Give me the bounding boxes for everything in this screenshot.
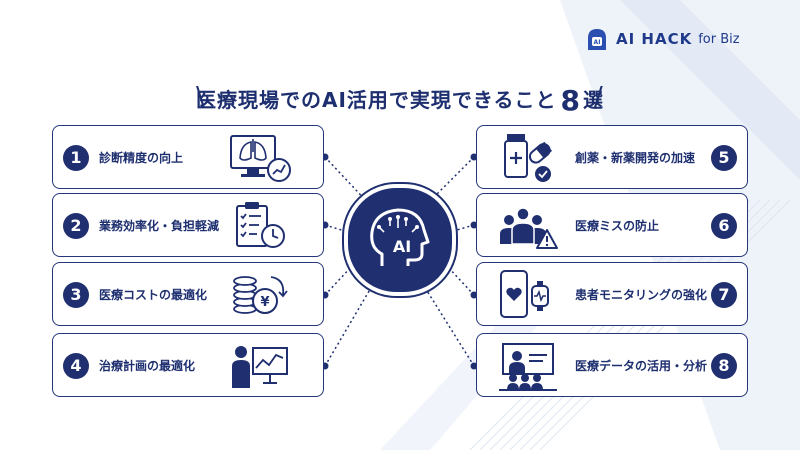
- item-number-badge: 1: [63, 145, 89, 171]
- phone-watch-heart-icon: [500, 270, 549, 318]
- team-warning-icon: [500, 207, 558, 249]
- item-card-4: 4 治療計画の最適化: [52, 333, 324, 397]
- ai-hub: AI: [344, 184, 456, 296]
- item-label: 医療コストの最適化: [99, 288, 208, 302]
- person-chart-icon: [232, 346, 288, 388]
- hub-label: AI: [393, 237, 411, 256]
- item-label: 診断精度の向上: [99, 151, 184, 165]
- item-card-1: 1 診断精度の向上: [52, 125, 324, 189]
- ai-head-icon: AI: [370, 208, 430, 266]
- item-number-badge: 8: [711, 353, 737, 379]
- item-number-badge: 7: [711, 282, 737, 308]
- clipboard-clock-icon: [236, 202, 285, 248]
- title-suffix: 選: [583, 88, 604, 112]
- title-right-slash: /: [594, 82, 603, 112]
- brand-suffix: for Biz: [698, 31, 740, 47]
- title-left-slash: \: [196, 82, 205, 112]
- item-number-badge: 4: [63, 353, 89, 379]
- item-number-badge: 3: [63, 282, 89, 308]
- item-label: 医療ミスの防止: [575, 219, 660, 233]
- item-card-7: 患者モニタリングの強化 7: [476, 262, 748, 326]
- item-number-badge: 5: [711, 145, 737, 171]
- title-main: 医療現場でのAI活用で実現できること: [195, 88, 557, 112]
- brand-logo: AI AI HACK for Biz: [584, 26, 740, 52]
- item-card-8: 医療データの活用・分析 8: [476, 333, 748, 397]
- item-label: 業務効率化・負担軽減: [99, 219, 220, 233]
- yen-coins-icon: ¥: [233, 276, 288, 314]
- item-label: 患者モニタリングの強化: [575, 288, 708, 302]
- hooded-figure-logo-icon: AI: [588, 29, 606, 50]
- medicine-icon: [504, 134, 553, 182]
- item-card-2: 2 業務効率化・負担軽減: [52, 193, 324, 257]
- svg-text:AI: AI: [594, 39, 601, 46]
- item-label: 医療データの活用・分析: [575, 359, 708, 373]
- presentation-group-icon: [499, 343, 557, 391]
- brand-name: AI HACK: [616, 30, 693, 48]
- item-number-badge: 6: [711, 213, 737, 239]
- item-label: 創薬・新薬開発の加速: [575, 151, 696, 165]
- item-number-badge: 2: [63, 213, 89, 239]
- item-card-5: 創薬・新薬開発の加速 5: [476, 125, 748, 189]
- monitor-lungs-icon: [230, 135, 291, 182]
- svg-text:¥: ¥: [260, 295, 269, 310]
- item-card-6: 医療ミスの防止 6: [476, 193, 748, 257]
- item-card-3: 3 医療コストの最適化 ¥: [52, 262, 324, 326]
- title-number: 8: [560, 84, 581, 117]
- item-label: 治療計画の最適化: [99, 359, 196, 373]
